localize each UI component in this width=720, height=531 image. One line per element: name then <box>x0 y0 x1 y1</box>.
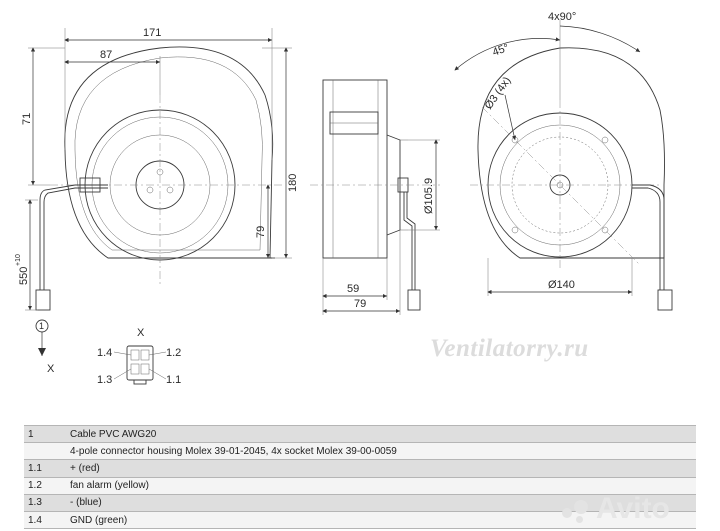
rear-dim-diameter: Ø140 <box>548 279 575 291</box>
pin-1-2-label: 1.2 <box>166 347 181 359</box>
front-dim-top: 71 <box>21 113 33 125</box>
side-dim-width: 79 <box>354 298 366 310</box>
legend-row: 4-pole connector housing Molex 39-01-204… <box>24 442 696 461</box>
legend-text: - (blue) <box>66 493 696 512</box>
rear-dim-angle: 45° <box>491 42 511 59</box>
legend-text: GND (green) <box>66 510 696 530</box>
legend-ref: 1 <box>24 424 66 444</box>
connector-detail: 1 X X 1.4 1.2 1.3 1.1 <box>35 319 181 386</box>
legend-ref: 1.2 <box>24 476 66 495</box>
view-marker: X <box>47 363 55 375</box>
legend-row: 1.3- (blue) <box>24 493 696 512</box>
connector-view-label: X <box>137 327 145 339</box>
pin-1-1-label: 1.1 <box>166 374 181 386</box>
front-dim-width: 171 <box>143 27 161 39</box>
rear-view: 4x90° 45° Ø3 (4x) Ø140 <box>454 11 673 311</box>
legend-text: 4-pole connector housing Molex 39-01-204… <box>66 442 696 461</box>
avito-logo: Avito <box>596 492 670 525</box>
pin-1-4-label: 1.4 <box>97 347 112 359</box>
avito-logo-icon <box>562 498 592 524</box>
connector-plug-icon <box>126 345 154 385</box>
legend-ref <box>24 442 66 461</box>
side-dim-hub: 59 <box>347 283 359 295</box>
front-dim-half-width: 87 <box>100 49 112 61</box>
rear-dim-angle-pattern: 4x90° <box>548 11 576 23</box>
cable-callout: 1 <box>39 321 44 331</box>
legend-text: Cable PVC AWG20 <box>66 424 696 444</box>
technical-drawing: 171 87 71 180 79 550 +10 59 79 Ø105.9 <box>15 11 673 386</box>
front-view: 171 87 71 180 79 550 +10 <box>15 27 299 311</box>
pin-1-3-label: 1.3 <box>97 374 112 386</box>
watermark: Ventilatorry.ru <box>430 335 589 362</box>
side-dim-diameter: Ø105.9 <box>423 178 435 214</box>
side-view: 59 79 Ø105.9 <box>310 79 440 315</box>
legend-row: 1.1+ (red) <box>24 459 696 478</box>
front-dim-height: 180 <box>287 174 299 192</box>
front-dim-center: 79 <box>255 226 267 238</box>
legend-ref: 1.3 <box>24 493 66 512</box>
front-dim-cable-tolerance: +10 <box>15 254 22 266</box>
legend-ref: 1.4 <box>24 510 66 530</box>
legend-text: + (red) <box>66 459 696 478</box>
front-dim-cable: 550 <box>18 267 30 285</box>
legend-ref: 1.1 <box>24 459 66 478</box>
